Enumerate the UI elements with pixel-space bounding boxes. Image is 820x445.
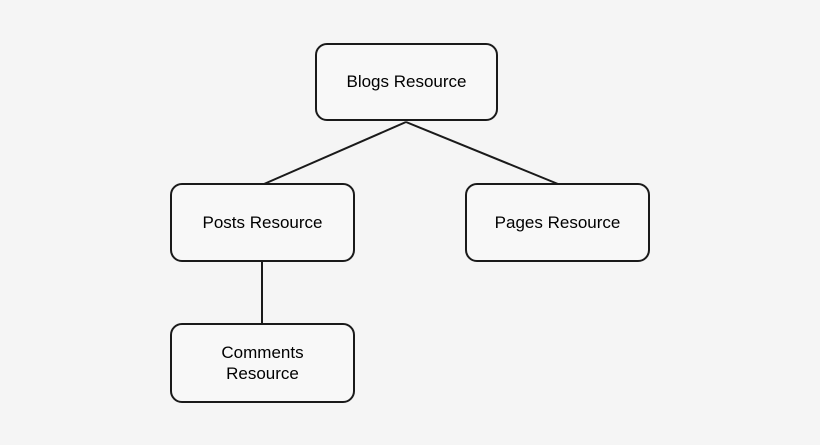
node-comments-resource: Comments Resource bbox=[170, 323, 355, 403]
node-pages-resource: Pages Resource bbox=[465, 183, 650, 262]
node-label: Pages Resource bbox=[494, 212, 621, 232]
node-label: Blogs Resource bbox=[346, 72, 467, 92]
node-label: Posts Resource bbox=[202, 212, 323, 232]
edge-blogs-posts bbox=[263, 121, 407, 185]
node-posts-resource: Posts Resource bbox=[170, 183, 355, 262]
node-label: Comments Resource bbox=[221, 342, 304, 383]
node-blogs-resource: Blogs Resource bbox=[315, 43, 498, 121]
edge-blogs-pages bbox=[405, 121, 559, 185]
